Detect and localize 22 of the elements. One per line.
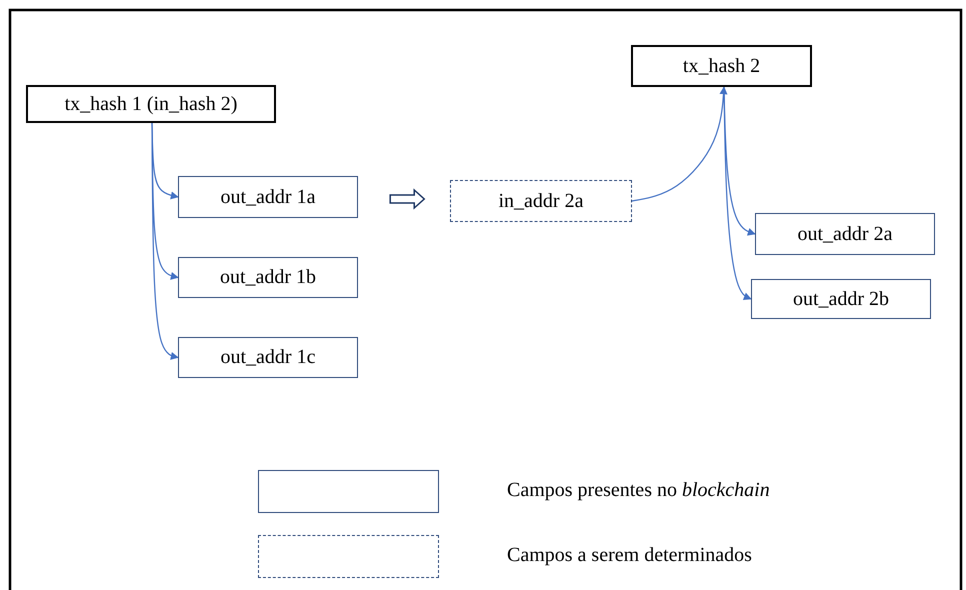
arrow xyxy=(723,87,752,300)
output-address-box xyxy=(178,176,358,218)
output-address-box xyxy=(751,279,931,319)
node-label: out_addr 1c xyxy=(220,346,316,369)
node-label: tx_hash 1 (in_hash 2) xyxy=(64,92,238,116)
output-address-box xyxy=(178,337,358,378)
node-label: out_addr 2b xyxy=(792,288,890,310)
transaction-box xyxy=(26,85,276,123)
output-address-box xyxy=(178,257,358,298)
legend-label: Campos a serem determinados xyxy=(507,544,752,567)
node-label: in_addr 2a xyxy=(498,190,584,212)
block-arrow xyxy=(389,188,426,210)
node-label: out_addr 1a xyxy=(220,186,316,208)
node-label: tx_hash 2 xyxy=(682,54,760,78)
legend-label: Campos presentes no blockchain xyxy=(507,479,770,502)
output-address-box xyxy=(755,213,935,255)
node-label: out_addr 2a xyxy=(798,222,892,246)
node-label: out_addr 1b xyxy=(220,266,316,289)
arrow xyxy=(151,123,179,360)
input-address-box xyxy=(450,180,632,222)
transaction-box xyxy=(631,45,812,87)
arrow xyxy=(632,86,728,202)
